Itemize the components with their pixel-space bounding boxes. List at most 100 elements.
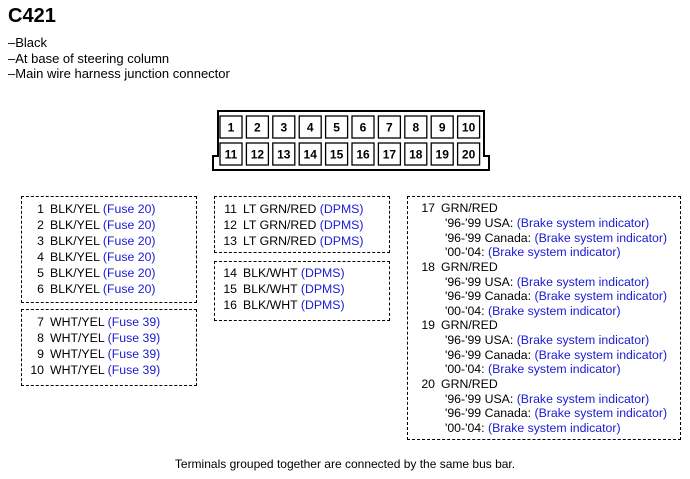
circuit-reference: (DPMS) — [300, 298, 345, 312]
terminal-number: 14 — [223, 266, 237, 280]
circuit-reference: (Fuse 20) — [102, 282, 156, 296]
wire-color: BLK/YEL — [50, 218, 100, 232]
wire-color: GRN/RED — [441, 318, 498, 332]
pin-label-6: 6 — [360, 121, 367, 135]
pin-cell-16 — [351, 142, 375, 166]
terminal-number: 19 — [421, 318, 435, 332]
terminal-row: 19 GRN/RED — [413, 318, 680, 333]
wire-color: BLK/YEL — [50, 282, 100, 296]
description-line-type: Main wire harness junction connector — [8, 66, 230, 82]
pin-cell-2 — [245, 115, 270, 139]
wire-color: GRN/RED — [441, 259, 498, 274]
pin-cell-15 — [324, 142, 349, 166]
terminal-number: 3 — [37, 234, 44, 248]
model-year-row: '96-'99 USA: (Brake system indicator) — [413, 216, 680, 231]
model-year-row: '00-'04: (Brake system indicator) — [413, 362, 680, 377]
model-year-label: '00-'04: — [445, 362, 485, 376]
pin-cell-12 — [245, 142, 270, 166]
terminal-number: 12 — [223, 218, 237, 232]
pin-cell-7 — [377, 115, 402, 139]
wire-color: LT GRN/RED — [243, 202, 317, 216]
circuit-reference: (Fuse 20) — [102, 266, 156, 280]
model-year-row: '00-'04: (Brake system indicator) — [413, 245, 680, 260]
circuit-reference: (Brake system indicator) — [516, 333, 650, 347]
pin-label-4: 4 — [307, 121, 314, 135]
circuit-reference: (DPMS) — [319, 234, 364, 248]
pin-label-14: 14 — [304, 148, 318, 162]
terminal-number: 10 — [30, 363, 44, 377]
model-year-row: '00-'04: (Brake system indicator) — [413, 421, 680, 436]
wire-color: BLK/WHT — [243, 298, 298, 312]
terminal-number: 20 — [421, 376, 435, 391]
circuit-reference: (Fuse 39) — [107, 363, 161, 377]
circuit-reference: (Fuse 20) — [102, 250, 156, 264]
circuit-reference: (Fuse 20) — [102, 218, 156, 232]
circuit-reference: (Brake system indicator) — [516, 274, 650, 289]
model-year-label: '00-'04: — [445, 303, 485, 318]
terminal-number: 6 — [37, 282, 44, 296]
terminal-row: 13 LT GRN/RED (DPMS) — [215, 233, 389, 249]
wire-color: BLK/YEL — [50, 266, 100, 280]
circuit-reference: (Brake system indicator) — [534, 347, 668, 362]
terminal-row: 6 BLK/YEL (Fuse 20) — [22, 281, 196, 297]
terminal-number: 2 — [37, 218, 44, 232]
wire-color: LT GRN/RED — [243, 218, 317, 232]
model-year-label: '96-'99 USA: — [445, 333, 514, 347]
circuit-reference: (Brake system indicator) — [534, 230, 668, 245]
pin-label-2: 2 — [254, 121, 261, 135]
pin-label-17: 17 — [383, 148, 397, 162]
terminal-number: 1 — [37, 202, 44, 216]
terminal-number: 15 — [223, 282, 237, 296]
pin-label-3: 3 — [280, 121, 287, 135]
pin-label-13: 13 — [277, 148, 291, 162]
circuit-reference: (Brake system indicator) — [516, 391, 650, 406]
pin-label-8: 8 — [412, 121, 419, 135]
pin-label-9: 9 — [439, 121, 446, 135]
model-year-label: '96-'99 USA: — [445, 216, 514, 230]
wire-color: WHT/YEL — [50, 331, 105, 345]
model-year-label: '96-'99 USA: — [445, 391, 514, 406]
terminal-number: 11 — [224, 202, 237, 216]
wire-color: WHT/YEL — [50, 315, 105, 329]
circuit-reference: (Fuse 20) — [102, 202, 156, 216]
model-year-label: '96-'99 Canada: — [445, 289, 532, 303]
wire-color: BLK/YEL — [50, 250, 100, 264]
circuit-reference: (Brake system indicator) — [534, 289, 668, 303]
wire-color: LT GRN/RED — [243, 234, 317, 248]
terminal-number: 13 — [223, 234, 237, 248]
wire-color: GRN/RED — [441, 201, 498, 215]
model-year-label: '96-'99 USA: — [445, 274, 514, 289]
pin-label-20: 20 — [462, 148, 476, 162]
model-year-row: '96-'99 Canada: (Brake system indicator) — [413, 406, 680, 421]
wire-color: WHT/YEL — [50, 363, 105, 377]
terminal-row: 10 WHT/YEL (Fuse 39) — [22, 362, 196, 378]
pin-cell-11 — [219, 142, 243, 166]
circuit-reference: (Brake system indicator) — [488, 245, 621, 259]
pin-label-12: 12 — [251, 148, 265, 162]
model-year-row: '96-'99 Canada: (Brake system indicator) — [413, 348, 680, 363]
wire-color: WHT/YEL — [50, 347, 105, 361]
pin-cell-20 — [456, 142, 481, 166]
pin-label-7: 7 — [386, 121, 393, 135]
wire-color: BLK/WHT — [243, 266, 298, 280]
pin-label-18: 18 — [409, 148, 423, 162]
terminal-number: 7 — [37, 315, 44, 329]
